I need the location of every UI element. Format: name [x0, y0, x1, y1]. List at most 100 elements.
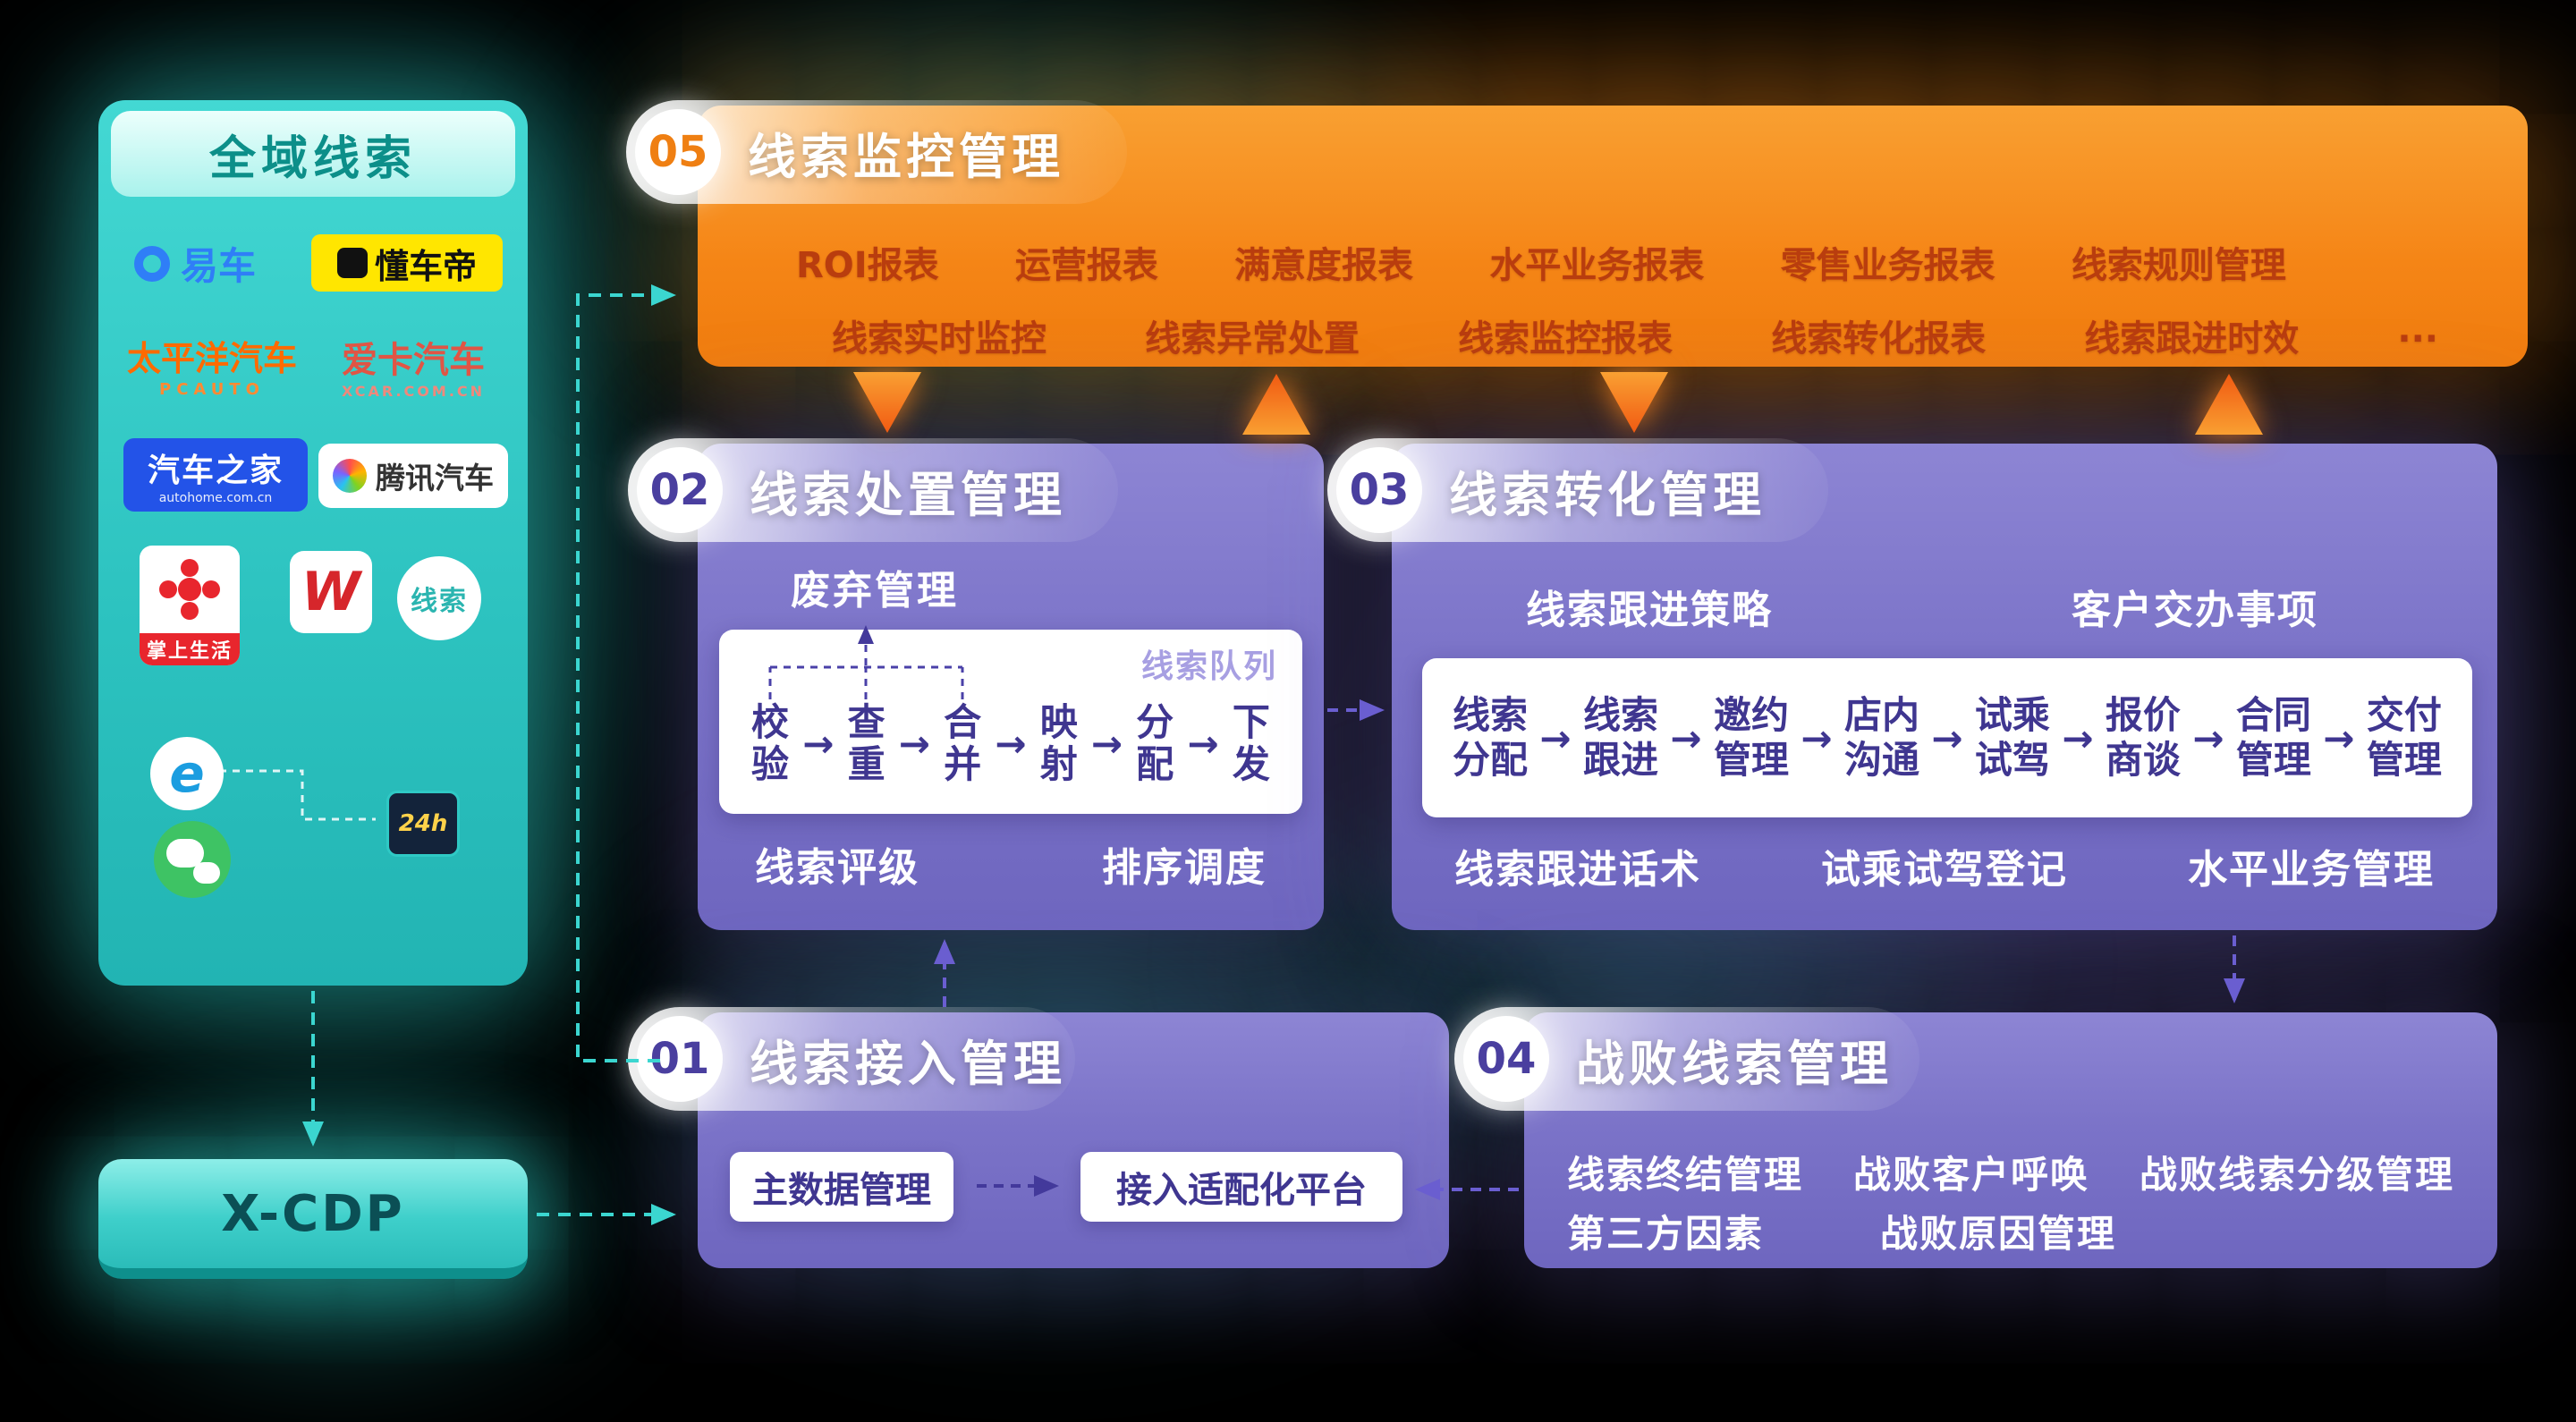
wechat-icon [154, 821, 231, 898]
flower-icon [140, 546, 240, 633]
master-data-box: 主数据管理 [730, 1152, 953, 1222]
dongchedi-icon [336, 248, 368, 278]
badge-04: 04 [1463, 1016, 1549, 1102]
title-lead-intake: 线索接入管理 [750, 1035, 1066, 1092]
autohome-logo: 汽车之家 autohome.com.cn [123, 438, 308, 512]
title-lead-disposal: 线索处置管理 [750, 466, 1066, 523]
process-step: 试乘试驾 [1974, 692, 2050, 782]
defeated-row1: 线索终结管理 战败客户呼唤 战败线索分级管理 [1524, 1145, 2497, 1199]
conversion-bottom-labels: 线索跟进话术 试乘试驾登记 水平业务管理 [1392, 837, 2497, 894]
arrow-right-icon [2323, 716, 2354, 760]
clue-circle-logo: 线索 [397, 556, 481, 640]
arrow-right-icon [1801, 716, 1832, 760]
process-step: 店内沟通 [1843, 692, 1919, 782]
arrow-right-icon [1188, 722, 1219, 766]
ie-browser-icon: e [150, 737, 224, 810]
arrow-right-icon [802, 722, 834, 766]
header-lead-monitoring: 05 线索监控管理 [626, 100, 1127, 204]
title-defeated-leads: 战败线索管理 [1576, 1035, 1893, 1092]
zhangshang-life-logo: 掌上生活 [140, 546, 240, 665]
defeated-label: 第三方因素 [1567, 1212, 1765, 1256]
process-step: 分配 [1136, 699, 1174, 786]
badge-03: 03 [1336, 447, 1422, 533]
monitoring-item: 零售业务报表 [1780, 245, 1996, 286]
dongchedi-label: 懂车帝 [374, 246, 477, 286]
xcar-sublabel: XCAR.COM.CN [341, 383, 486, 400]
yiche-label: 易车 [181, 244, 257, 288]
title-lead-monitoring: 线索监控管理 [748, 128, 1064, 185]
badge-01: 01 [637, 1016, 723, 1102]
xcar-label: 爱卡汽车 [342, 340, 485, 381]
adapter-platform-box: 接入适配化平台 [1080, 1152, 1402, 1222]
process-step: 邀约管理 [1713, 692, 1789, 782]
defeated-label: 战败线索分级管理 [2139, 1153, 2454, 1197]
monitoring-item: 线索规则管理 [2071, 245, 2286, 286]
arrow-right-icon [1091, 722, 1123, 766]
arrow-right-icon [2192, 716, 2224, 760]
zhangshang-life-label: 掌上生活 [140, 633, 240, 665]
header-lead-intake: 01 线索接入管理 [628, 1007, 1075, 1111]
conversion-label: 线索跟进话术 [1454, 847, 1701, 893]
monitoring-items-row1: ROI报表 运营报表 满意度报表 水平业务报表 零售业务报表 线索规则管理 [698, 236, 2528, 288]
yiche-logo: 易车 [134, 236, 256, 291]
process-step: 下发 [1232, 699, 1270, 786]
monitoring-item: 满意度报表 [1234, 245, 1414, 286]
pcauto-sublabel: PCAUTO [159, 380, 265, 399]
tencent-auto-icon [333, 459, 367, 493]
badge-05: 05 [635, 109, 721, 195]
defeated-row2: 第三方因素 战败原因管理 [1567, 1204, 2116, 1258]
lead-sources-title: 全域线索 [111, 111, 515, 197]
disposal-label: 线索评级 [755, 845, 919, 891]
arrow-right-icon [1539, 716, 1571, 760]
header-defeated-leads: 04 战败线索管理 [1454, 1007, 1919, 1111]
lead-queue-label: 线索队列 [1140, 648, 1277, 685]
monitoring-item: 线索跟进时效 [2084, 318, 2300, 360]
arrow-right-icon [1931, 716, 1962, 760]
conversion-steps-box: 线索分配 线索跟进 邀约管理 店内沟通 试乘试驾 报价商谈 合同管理 交付管理 [1422, 658, 2472, 817]
monitoring-item: 线索实时监控 [832, 318, 1046, 360]
tencent-auto-logo: 腾讯汽车 [318, 444, 508, 508]
process-step: 映射 [1039, 699, 1078, 786]
title-lead-conversion: 线索转化管理 [1449, 466, 1766, 523]
xcdp-label: X-CDP [221, 1184, 405, 1243]
monitoring-item: ... [2397, 309, 2438, 351]
hotline-24h-label: 24h [398, 810, 448, 837]
monitoring-items-row2: 线索实时监控 线索异常处置 线索监控报表 线索转化报表 线索跟进时效 ... [698, 309, 2528, 361]
yiche-icon [134, 245, 170, 282]
process-step: 线索跟进 [1582, 692, 1658, 782]
pcauto-label: 太平洋汽车 [126, 339, 297, 378]
arrow-right-icon [1670, 716, 1701, 760]
arrow-right-icon [995, 722, 1026, 766]
conversion-label: 线索跟进策略 [1526, 588, 1773, 633]
autohome-label: 汽车之家 [147, 453, 284, 489]
process-step: 报价商谈 [2105, 692, 2181, 782]
lead-sources-panel: 全域线索 易车 懂车帝 太平洋汽车 PCAUTO 爱卡汽车 XCAR.COM.C… [98, 100, 528, 986]
process-step: 交付管理 [2366, 692, 2442, 782]
pcauto-logo: 太平洋汽车 PCAUTO [118, 331, 306, 399]
dongchedi-logo: 懂车帝 [311, 234, 503, 292]
w-logo: W [290, 551, 372, 633]
xcar-logo: 爱卡汽车 XCAR.COM.CN [318, 331, 508, 400]
clue-circle-label: 线索 [411, 586, 468, 617]
arrow-right-icon [899, 722, 930, 766]
process-step: 合并 [944, 699, 982, 786]
header-lead-conversion: 03 线索转化管理 [1327, 438, 1828, 542]
discard-management-label: 废弃管理 [791, 568, 959, 614]
header-lead-disposal: 02 线索处置管理 [628, 438, 1118, 542]
panel-defeated-leads: 线索终结管理 战败客户呼唤 战败线索分级管理 第三方因素 战败原因管理 [1524, 1012, 2497, 1268]
disposal-label: 排序调度 [1102, 845, 1267, 891]
process-step: 合同管理 [2235, 692, 2311, 782]
monitoring-item: 运营报表 [1014, 245, 1158, 286]
monitoring-item: 线索异常处置 [1145, 318, 1360, 360]
monitoring-item: ROI报表 [796, 245, 939, 286]
monitoring-item: 线索监控报表 [1458, 318, 1674, 360]
conversion-label: 水平业务管理 [2188, 847, 2435, 893]
disposal-bottom-labels: 线索评级 排序调度 [698, 835, 1324, 893]
conversion-label: 客户交办事项 [2072, 588, 2318, 633]
ie-label: e [169, 743, 205, 804]
w-label: W [301, 561, 361, 623]
wechat-bubble-small [193, 862, 220, 884]
tencent-auto-label: 腾讯汽车 [376, 461, 494, 495]
defeated-label: 战败客户呼唤 [1852, 1153, 2089, 1197]
